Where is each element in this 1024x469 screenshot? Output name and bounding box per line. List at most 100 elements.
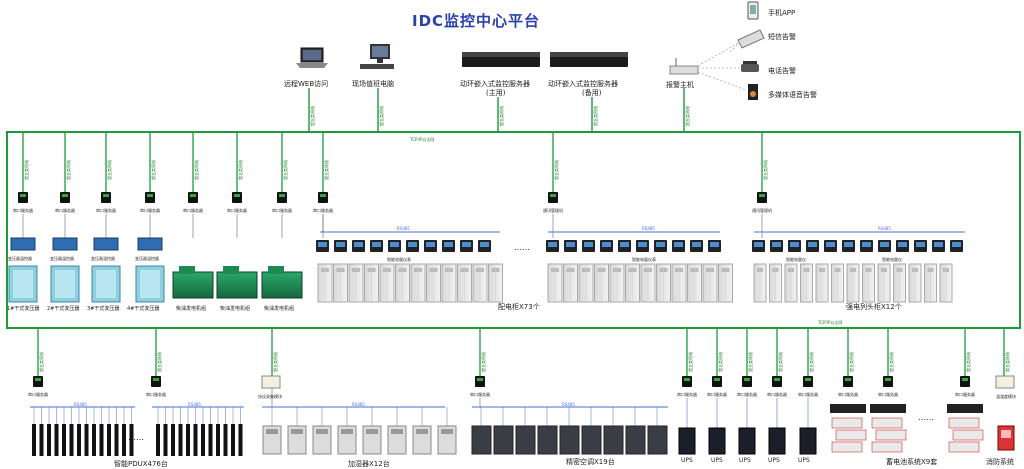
bus-label-5: RS485	[188, 402, 201, 407]
uplink-label: 超五类网线	[592, 106, 598, 126]
ups-icon	[768, 427, 786, 455]
serial-server-icon	[60, 192, 70, 203]
transformer-controller-icon	[137, 237, 163, 251]
precision-ac-icon	[625, 425, 646, 455]
serial-server-label: 串口服务器	[313, 207, 333, 213]
battery-pack-icon	[835, 429, 867, 441]
strong-current-label: 强电列头柜X12个	[846, 303, 902, 311]
serial-server-label: 串口服务器	[140, 207, 160, 213]
drop-label: 超五类网线	[156, 352, 162, 372]
drop-label: 超五类网线	[888, 352, 894, 372]
transformer-controller-label: 变压器温控器	[91, 255, 115, 261]
serial-server-icon	[101, 192, 111, 203]
drop-label: 超五类网线	[965, 352, 971, 372]
generator-icon	[216, 271, 258, 299]
uplink-label: 超五类网线	[498, 106, 504, 126]
ups-label-2: UPS	[711, 457, 723, 464]
pdu-bar	[178, 424, 183, 456]
serial-server-label: 通讯管理机	[752, 207, 772, 213]
bus-label-4: RS485	[74, 402, 87, 407]
pdu-bar	[201, 424, 205, 456]
transformer-controller-label: 变压器温控器	[8, 255, 32, 261]
router-icon	[669, 58, 699, 75]
serial-server-label: 串口服务器	[55, 207, 75, 213]
fire-label: 消防系统	[986, 458, 1014, 466]
serial-server-label: 串口服务器	[767, 391, 787, 397]
pdu-bar	[156, 424, 160, 456]
meter-label-3: 智能电量仪	[786, 257, 806, 262]
pdu-bar	[107, 424, 111, 456]
duty-pc-label: 现场值班电脑	[352, 80, 394, 88]
drop-label: 超五类网线	[38, 352, 44, 372]
pdu-bar	[208, 424, 213, 456]
serial-server-icon	[145, 192, 155, 203]
battery-pack-icon	[871, 417, 903, 429]
serial-server-icon	[548, 192, 558, 203]
pdu-bar	[77, 424, 81, 456]
uplink-label: 超五类网线	[378, 106, 384, 126]
precision-ac-icon	[515, 425, 536, 455]
ring-mid-label: TCP/IP以太网	[818, 320, 843, 325]
transformer-label-1: 1#干式变压器	[7, 306, 40, 312]
serial-server-icon	[18, 192, 28, 203]
humidifier-label: 加湿器X12台	[348, 460, 390, 468]
desktop-icon	[360, 44, 394, 69]
transformer-label-4: 4#干式变压器	[127, 306, 160, 312]
pdu-bar	[129, 424, 134, 456]
battery-pack-icon	[948, 417, 980, 429]
pdu-bar	[231, 424, 235, 456]
ellipsis: ……	[918, 413, 934, 422]
pdu-bar	[32, 424, 36, 456]
precision-ac-icon	[647, 425, 668, 455]
drop-label: 超五类网线	[747, 352, 753, 372]
serial-server-icon	[960, 376, 970, 387]
server-backup-sub: (备用)	[582, 89, 602, 97]
pdu-label: 智能PDUX476台	[114, 460, 168, 468]
uplink-label: 超五类网线	[684, 106, 690, 126]
pdu-bar	[238, 424, 243, 456]
drop-label: 超五类网线	[717, 352, 723, 372]
alarm-host-label: 报警主机	[666, 81, 694, 89]
server-main-sub: (主用)	[486, 89, 506, 97]
remote-web-label: 远程WEB访问	[284, 80, 329, 88]
serial-server-label: 串口服务器	[677, 391, 697, 397]
serial-server-icon	[682, 376, 692, 387]
ups-icon	[799, 427, 817, 455]
pdu-bar	[69, 424, 74, 456]
meter-label-1: 智能电量仪表	[387, 257, 411, 262]
generator-icon	[172, 271, 214, 299]
mail-icon	[737, 29, 765, 49]
serial-server-label: 通讯管理机	[543, 207, 563, 213]
env-module-label: 温湿度模块	[996, 394, 1016, 399]
server-backup-label: 动环嵌入式监控服务器	[548, 80, 618, 88]
bus-label-2: RS485	[642, 226, 655, 231]
generator-label-3: 柴油发电机组	[264, 306, 295, 312]
battery-pack-icon	[948, 441, 980, 453]
drop-label: 超五类网线	[23, 160, 29, 180]
serial-server-label: 串口服务器	[28, 391, 48, 397]
precision-ac-icon	[581, 425, 602, 455]
serial-server-label: 串口服务器	[838, 391, 858, 397]
pdu-bar	[62, 424, 66, 456]
serial-server-label: 串口服务器	[737, 391, 757, 397]
battery-label: 蓄电池系统X9套	[886, 458, 938, 466]
battery-monitor-icon	[947, 404, 983, 413]
pdu-bar	[171, 424, 175, 456]
battery-pack-icon	[875, 429, 907, 441]
generator-label-1: 柴油发电机组	[176, 306, 207, 312]
ring-top-label: TCP/IP以太网	[410, 137, 435, 142]
speaker-icon	[748, 84, 758, 100]
pdu-bar	[114, 424, 119, 456]
serial-server-label: 串口服务器	[470, 391, 490, 397]
serial-server-icon	[772, 376, 782, 387]
transformer-controller-icon	[93, 237, 119, 251]
environment-module-icon	[995, 375, 1015, 389]
serial-server-label: 串口服务器	[707, 391, 727, 397]
phone-icon	[747, 1, 759, 20]
uplink-label: 超五类网线	[309, 106, 315, 126]
serial-server-icon	[232, 192, 242, 203]
ups-icon	[708, 427, 726, 455]
serial-server-icon	[188, 192, 198, 203]
server-icon	[462, 52, 540, 67]
meter-label-4: 智能电量仪	[882, 257, 902, 262]
